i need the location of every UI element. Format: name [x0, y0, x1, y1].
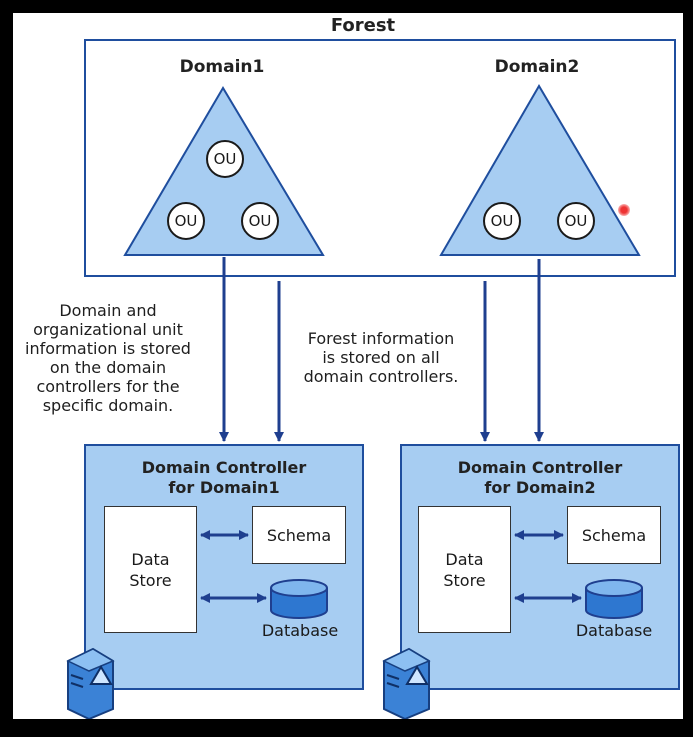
ou-circle: OU	[167, 202, 205, 240]
ou-circle: OU	[557, 202, 595, 240]
dc2-database-icon	[585, 579, 643, 619]
dc2-schema: Schema	[567, 506, 661, 564]
dc2-database-label: Database	[575, 621, 653, 640]
ou-circle: OU	[206, 140, 244, 178]
cursor-dot	[618, 204, 630, 216]
dc2-title: Domain Controller for Domain2	[457, 458, 623, 497]
forest-title: Forest	[330, 15, 396, 36]
forest-info-caption: Forest information is stored on all doma…	[303, 329, 459, 386]
dc1-database-icon	[270, 579, 328, 619]
diagram-canvas: Forest Domain1 Domain2 OU OU OU OU OU Do…	[13, 13, 683, 719]
domain1-title: Domain1	[179, 57, 265, 77]
dc1-database-label: Database	[261, 621, 339, 640]
ou-circle: OU	[241, 202, 279, 240]
domain-info-caption: Domain and organizational unit informati…	[25, 301, 191, 415]
server-icon	[66, 647, 115, 719]
controller-detail-layer	[66, 530, 643, 719]
dc1-schema: Schema	[252, 506, 346, 564]
domain2-title: Domain2	[494, 57, 580, 77]
ou-circle: OU	[483, 202, 521, 240]
dc1-title: Domain Controller for Domain1	[141, 458, 307, 497]
server-icon	[382, 647, 431, 719]
